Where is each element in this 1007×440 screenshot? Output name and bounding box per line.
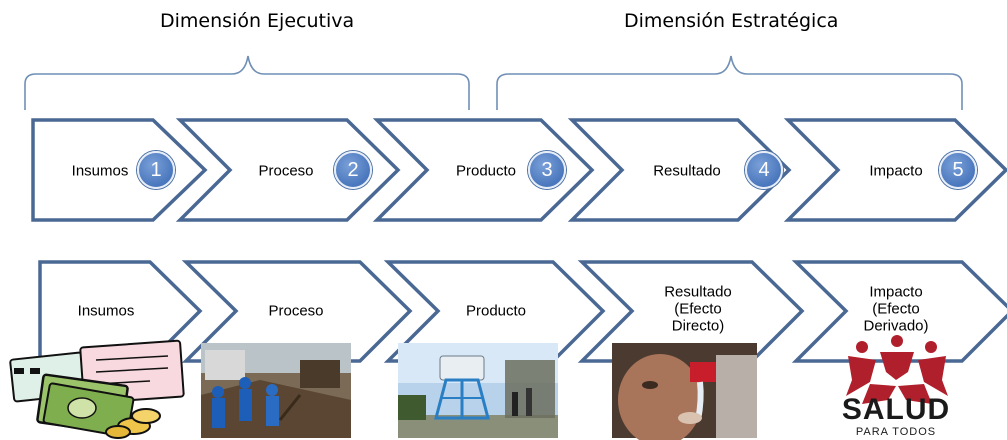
top-label-impacto: Impacto: [869, 162, 923, 180]
drinking-child-photo: [612, 343, 757, 440]
strategic-dimension-title: Dimensión Estratégica: [624, 10, 839, 32]
bottom-label-impacto-line3: Derivado): [863, 317, 929, 335]
bottom-label-proceso: Proceso: [268, 302, 324, 320]
step-badge-3: 3: [528, 151, 566, 189]
executive-bracket: [24, 55, 470, 110]
top-label-proceso: Proceso: [258, 162, 314, 180]
executive-dimension-title: Dimensión Ejecutiva: [160, 10, 355, 32]
bottom-label-insumos: Insumos: [77, 302, 135, 320]
bottom-label-resultado-line2: (Efecto: [674, 300, 722, 318]
bottom-label-resultado-line1: Resultado: [664, 283, 732, 301]
top-chevron-resultado: [567, 118, 792, 222]
bottom-label-impacto-line2: (Efecto: [872, 300, 920, 318]
top-chevron-proceso: [175, 118, 401, 222]
bottom-chevron-insumos: [38, 260, 203, 363]
strategic-bracket: [496, 55, 963, 110]
step-badge-4: 4: [745, 151, 783, 189]
salud-logo-mark: [846, 335, 948, 404]
top-label-producto: Producto: [455, 162, 517, 180]
bottom-chevron-impacto: [791, 260, 1007, 363]
logo-salud-text: SALUD: [841, 393, 951, 426]
logo-subtitle-text: PARA TODOS: [855, 426, 937, 438]
top-label-insumos: Insumos: [71, 162, 129, 180]
bottom-label-resultado-line3: Directo): [671, 317, 725, 335]
money-clipart: [9, 339, 185, 439]
step-badge-1: 1: [137, 151, 175, 189]
bottom-label-impacto: Impacto (Efecto Derivado): [863, 284, 928, 335]
step-badge-2: 2: [334, 151, 372, 189]
step-badge-5: 5: [939, 151, 977, 189]
top-chevron-insumos: [31, 118, 208, 222]
bottom-label-producto: Producto: [465, 302, 527, 320]
bottom-label-impacto-line1: Impacto: [869, 283, 923, 301]
top-chevron-producto: [372, 118, 595, 222]
water-tower-photo: [398, 343, 558, 438]
top-label-resultado: Resultado: [653, 162, 721, 180]
top-chevron-impacto: [783, 118, 1007, 222]
workers-photo: [201, 343, 351, 438]
bottom-chevron-proceso: [181, 260, 413, 363]
bottom-label-resultado: Resultado (Efecto Directo): [664, 284, 732, 335]
